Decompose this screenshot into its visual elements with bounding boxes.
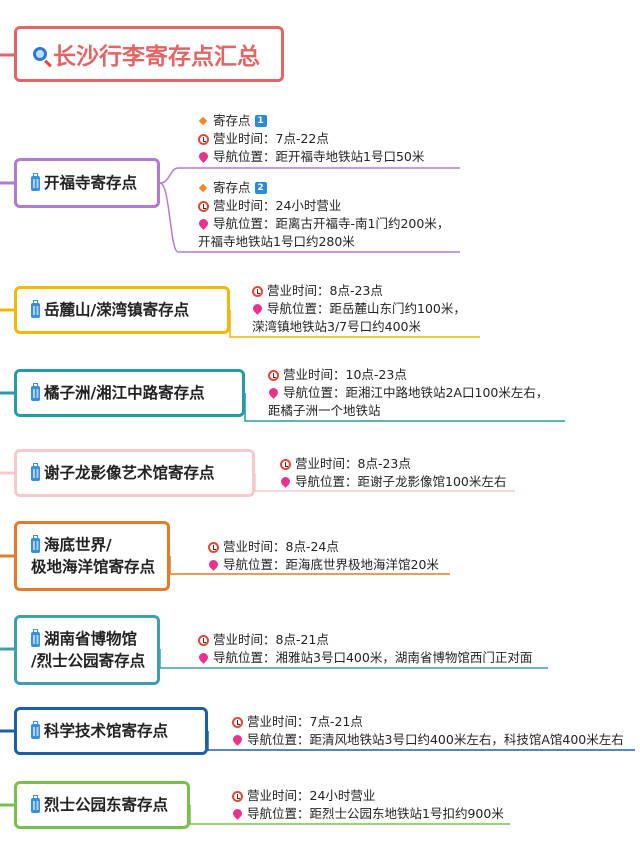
title-box: 长沙行李寄存点汇总 bbox=[14, 26, 284, 82]
suitcase-icon bbox=[31, 382, 40, 401]
alarm-clock-icon bbox=[232, 790, 243, 802]
info-juzizhou: 营业时间：10点-23点 导航位置：距湘江中路地铁站2A口100米左右， 距橘子… bbox=[267, 367, 549, 418]
suitcase-icon bbox=[31, 299, 40, 318]
alarm-clock-icon bbox=[198, 634, 209, 646]
suitcase-icon bbox=[31, 462, 40, 481]
alarm-clock-icon bbox=[268, 369, 279, 381]
page-title: 长沙行李寄存点汇总 bbox=[53, 44, 260, 70]
map-pin-icon bbox=[197, 149, 210, 163]
node-label-line1: 湖南省博物馆 bbox=[44, 630, 138, 648]
node-label-line2: 极地海洋馆寄存点 bbox=[31, 558, 156, 576]
alarm-clock-icon bbox=[198, 200, 209, 212]
magnifier-icon bbox=[33, 47, 47, 61]
map-pin-icon bbox=[197, 650, 210, 664]
number-badge: 1 bbox=[254, 115, 267, 127]
suitcase-icon bbox=[31, 794, 40, 813]
node-kejiguan: 科学技术馆寄存点 bbox=[14, 707, 208, 755]
node-label: 开福寺寄存点 bbox=[44, 174, 138, 192]
alarm-clock-icon bbox=[252, 285, 263, 297]
node-yuelushan: 岳麓山/溁湾镇寄存点 bbox=[14, 286, 230, 334]
info-xiezilong: 营业时间：8点-23点 导航位置：距谢子龙影像馆100米左右 bbox=[279, 455, 506, 491]
alarm-clock-icon bbox=[208, 541, 219, 553]
node-label: 橘子洲/湘江中路寄存点 bbox=[44, 384, 205, 402]
node-label: 谢子龙影像艺术馆寄存点 bbox=[44, 464, 215, 482]
info-haidishijie: 营业时间：8点-24点 导航位置：距海底世界极地海洋馆20米 bbox=[207, 538, 439, 574]
alarm-clock-icon bbox=[198, 133, 209, 145]
node-haidishijie: 海底世界/ 极地海洋馆寄存点 bbox=[14, 521, 170, 591]
number-badge: 2 bbox=[254, 182, 267, 194]
node-hunanmuseum: 湖南省博物馆 /烈士公园寄存点 bbox=[14, 615, 160, 685]
node-lieshigongyuandong: 烈士公园东寄存点 bbox=[14, 781, 190, 829]
diamond-icon bbox=[198, 116, 208, 126]
map-pin-icon bbox=[267, 385, 280, 399]
info-yuelushan: 营业时间：8点-23点 导航位置：距岳麓山东门约100米， 溁湾镇地铁站3/7号… bbox=[251, 283, 466, 334]
info-hunanmuseum: 营业时间：8点-21点 导航位置：湘雅站3号口400米，湖南省博物馆西门正对面 bbox=[197, 631, 532, 667]
alarm-clock-icon bbox=[280, 458, 291, 470]
suitcase-icon bbox=[31, 172, 40, 191]
suitcase-icon bbox=[31, 720, 40, 739]
suitcase-icon bbox=[31, 628, 40, 647]
map-pin-icon bbox=[231, 806, 244, 820]
map-pin-icon bbox=[207, 557, 220, 571]
node-label-line2: /烈士公园寄存点 bbox=[31, 652, 146, 670]
info-lieshigongyuandong: 营业时间：24小时营业 导航位置：距烈士公园东地铁站1号扣约900米 bbox=[231, 787, 504, 823]
diamond-icon bbox=[198, 183, 208, 193]
suitcase-icon bbox=[31, 534, 40, 553]
node-label-line1: 海底世界/ bbox=[44, 536, 112, 554]
map-pin-icon bbox=[279, 474, 292, 488]
alarm-clock-icon bbox=[232, 716, 243, 728]
node-label: 科学技术馆寄存点 bbox=[44, 722, 169, 740]
node-kaifusi: 开福寺寄存点 bbox=[14, 158, 160, 208]
node-juzizhou: 橘子洲/湘江中路寄存点 bbox=[14, 369, 245, 417]
info-kejiguan: 营业时间：7点-21点 导航位置：距清风地铁站3号口约400米左右，科技馆A馆4… bbox=[231, 713, 624, 749]
node-xiezilong: 谢子龙影像艺术馆寄存点 bbox=[14, 449, 255, 497]
node-label: 烈士公园东寄存点 bbox=[44, 796, 169, 814]
map-pin-icon bbox=[197, 216, 210, 230]
map-pin-icon bbox=[251, 301, 264, 315]
node-label: 岳麓山/溁湾镇寄存点 bbox=[44, 301, 190, 319]
map-pin-icon bbox=[231, 732, 244, 746]
